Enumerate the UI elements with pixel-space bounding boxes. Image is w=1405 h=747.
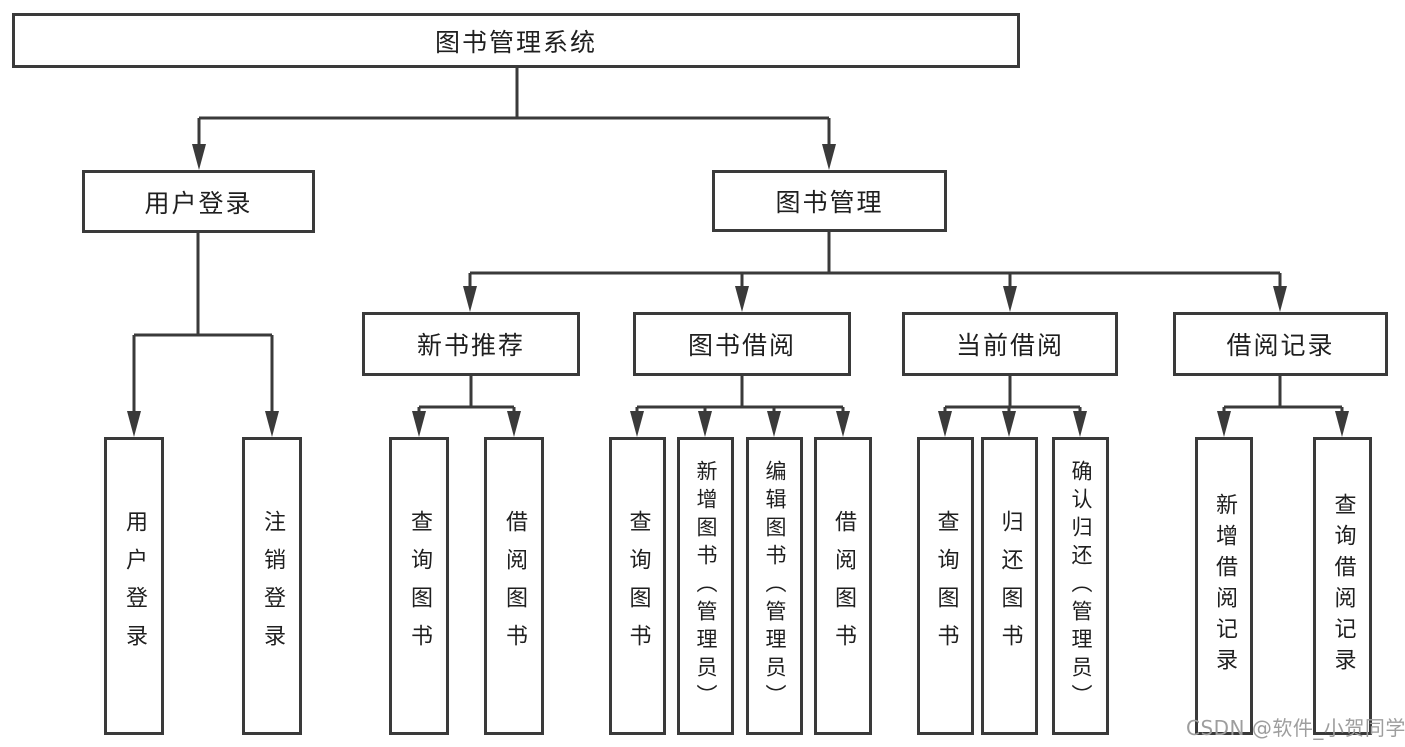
connector-new-book-recommend: [412, 376, 521, 437]
leaf-return-books: 归还图书: [981, 437, 1038, 735]
arrowhead-icon: [1335, 411, 1349, 437]
arrowhead-icon: [767, 411, 781, 437]
leaf-borrow-books: 借阅图书: [814, 437, 872, 735]
connector-book-management: [463, 232, 1287, 312]
node-root: 图书管理系统: [12, 13, 1020, 68]
connector-user-login: [127, 233, 279, 437]
arrowhead-icon: [836, 411, 850, 437]
node-user-login: 用户登录: [82, 170, 315, 233]
arrowhead-icon: [1273, 286, 1287, 312]
leaf-query-books-recommend: 查询图书: [389, 437, 449, 735]
leaf-confirm-return-admin: 确认归还（管理员）: [1052, 437, 1109, 735]
arrowhead-icon: [507, 411, 521, 437]
leaf-query-books-borrow: 查询图书: [609, 437, 666, 735]
connector-root: [192, 68, 836, 170]
watermark: CSDN @软件_小贺同学: [1186, 716, 1405, 740]
node-new-book-recommend: 新书推荐: [362, 312, 580, 376]
arrowhead-icon: [412, 411, 426, 437]
leaf-borrow-books-recommend: 借阅图书: [484, 437, 544, 735]
arrowhead-icon: [1217, 411, 1231, 437]
node-current-borrow: 当前借阅: [902, 312, 1118, 376]
connector-borrow-records: [1217, 376, 1349, 437]
leaf-query-books-current: 查询图书: [917, 437, 974, 735]
arrowhead-icon: [698, 411, 712, 437]
arrowhead-icon: [1003, 286, 1017, 312]
leaf-edit-books-admin: 编辑图书（管理员）: [746, 437, 803, 735]
arrowhead-icon: [192, 144, 206, 170]
node-book-management: 图书管理: [712, 170, 947, 232]
arrowhead-icon: [630, 411, 644, 437]
arrowhead-icon: [127, 411, 141, 437]
connector-book-borrow: [630, 376, 850, 437]
arrowhead-icon: [463, 286, 477, 312]
node-book-borrow: 图书借阅: [633, 312, 851, 376]
leaf-logout: 注销登录: [242, 437, 302, 735]
connector-current-borrow: [938, 376, 1087, 437]
leaf-query-borrow-record: 查询借阅记录: [1313, 437, 1372, 735]
leaf-user-login: 用户登录: [104, 437, 164, 735]
arrowhead-icon: [822, 144, 836, 170]
arrowhead-icon: [1002, 411, 1016, 437]
arrowhead-icon: [735, 286, 749, 312]
arrowhead-icon: [265, 411, 279, 437]
arrowhead-icon: [1073, 411, 1087, 437]
arrowhead-icon: [938, 411, 952, 437]
leaf-add-borrow-record: 新增借阅记录: [1195, 437, 1253, 735]
leaf-add-books-admin: 新增图书（管理员）: [677, 437, 734, 735]
node-borrow-records: 借阅记录: [1173, 312, 1388, 376]
